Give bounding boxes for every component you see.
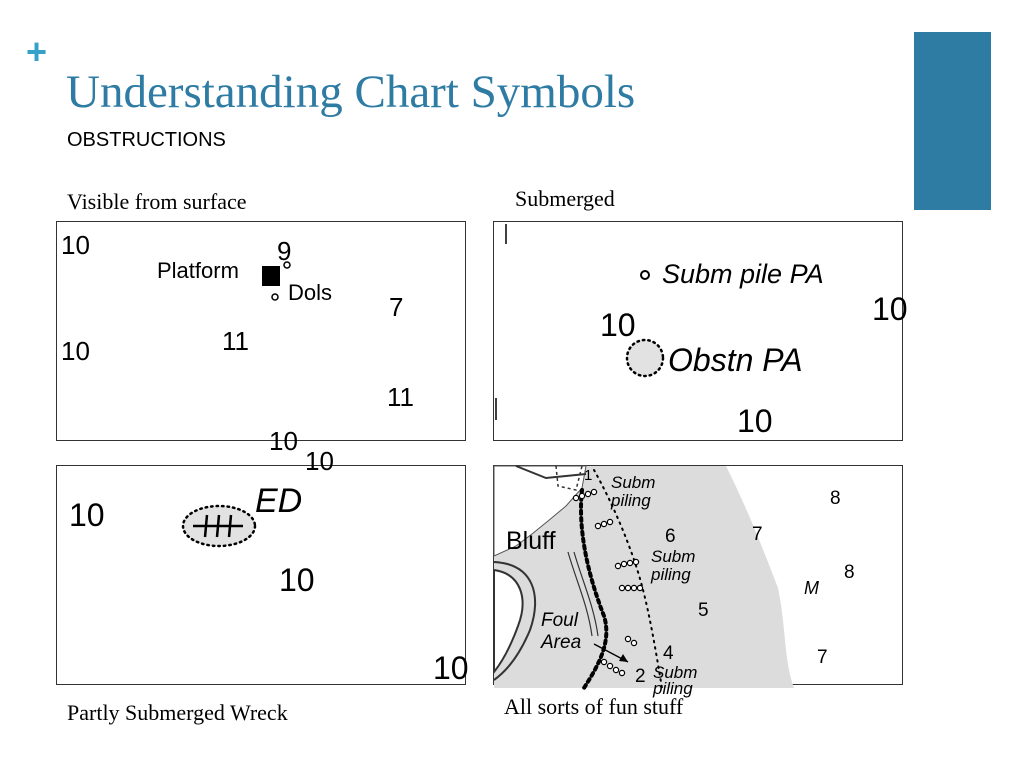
obstruction-symbol — [625, 338, 665, 378]
sounding: 6 — [665, 526, 676, 547]
piling-symbol — [636, 584, 644, 592]
piling-symbol — [632, 558, 640, 566]
sounding: 8 — [830, 488, 841, 509]
subm-piling-label: Subm — [653, 663, 697, 682]
m-label: M — [804, 578, 819, 598]
piling-symbol — [624, 635, 632, 643]
chart-excerpt-harbor: Bluff Foul Area Subm piling Subm piling … — [493, 465, 855, 698]
submerged-piling-symbols — [572, 488, 644, 677]
platform-label: Platform — [157, 258, 239, 283]
dolphin-symbol — [283, 261, 291, 269]
sounding: 9 — [277, 236, 291, 266]
arrow-head-icon — [619, 654, 628, 662]
subm-piling-label: Subm — [651, 547, 695, 566]
sounding: 10 — [872, 291, 908, 327]
foul-area-label: Area — [540, 632, 581, 653]
slide-title: Understanding Chart Symbols — [66, 66, 636, 118]
sounding: 8 — [844, 562, 855, 583]
platform-symbol — [262, 266, 280, 286]
piling-symbol — [612, 666, 620, 674]
subm-piling-label: piling — [650, 565, 691, 584]
piling-symbol — [620, 560, 628, 568]
slide-subtitle: OBSTRUCTIONS — [67, 129, 226, 151]
sounding: 10 — [433, 650, 469, 686]
sounding: 10 — [600, 307, 636, 343]
piling-symbol — [624, 584, 632, 592]
wreck-mast-symbol — [215, 514, 221, 538]
chart-excerpt-wreck: 10 10 ED 10 10 — [69, 446, 469, 686]
ed-label: ED — [255, 482, 302, 520]
sounding: 7 — [389, 292, 403, 322]
sounding: 10 — [69, 497, 105, 533]
subm-piling-label: piling — [610, 491, 651, 510]
wreck-mast-symbol — [203, 514, 209, 538]
piling-symbol — [618, 669, 626, 677]
sounding: 10 — [737, 403, 773, 439]
sounding: 7 — [817, 647, 828, 668]
panel-partly-submerged-wreck: 10 10 ED 10 10 — [56, 446, 469, 686]
bank-line — [567, 551, 593, 637]
caption-visible-from-surface: Visible from surface — [67, 189, 247, 214]
piling-symbol — [578, 492, 586, 500]
subm-piling-label: Subm — [611, 473, 655, 492]
shallow-water-area — [494, 466, 794, 688]
piling-symbol — [618, 584, 626, 592]
dols-label: Dols — [288, 280, 332, 305]
subm-piling-label: piling — [652, 679, 693, 698]
bluff-label: Bluff — [506, 527, 556, 555]
caption-submerged: Submerged — [515, 186, 615, 211]
chart-excerpt-submerged: Subm pile PA 10 10 Obstn PA 10 — [495, 224, 908, 439]
foul-area-label: Foul — [541, 610, 579, 631]
piling-symbol — [600, 520, 608, 528]
subm-pile-label: Subm pile PA — [662, 259, 824, 289]
sounding: 10 — [279, 562, 315, 598]
panel-visible-from-surface: 10 9 Platform Dols 7 10 11 11 10 — [56, 221, 466, 456]
piling-symbol — [626, 559, 634, 567]
sounding: 7 — [752, 524, 763, 545]
piling-symbol — [584, 490, 592, 498]
sounding: 10 — [61, 230, 90, 260]
sounding: 10 — [305, 446, 334, 476]
piling-symbol — [630, 639, 638, 647]
piling-symbol — [594, 522, 602, 530]
accent-bar — [914, 32, 991, 210]
sounding: 4 — [663, 643, 674, 664]
submerged-pile-symbol — [640, 270, 650, 280]
sounding: 1 — [584, 467, 592, 484]
panel-all-sorts-of-fun-stuff: Bluff Foul Area Subm piling Subm piling … — [493, 465, 903, 698]
wreck-mast-symbol — [227, 514, 233, 538]
sounding: 5 — [698, 600, 709, 621]
piling-symbol — [630, 584, 638, 592]
piling-symbol — [600, 658, 608, 666]
piling-symbol — [606, 662, 614, 670]
shoreline — [493, 561, 537, 681]
sounding: 10 — [61, 336, 90, 366]
island-area — [493, 568, 524, 675]
bank-line — [573, 551, 599, 637]
piling-symbol — [614, 562, 622, 570]
sounding: 10 — [269, 426, 298, 456]
chart-excerpt-visible: 10 9 Platform Dols 7 10 11 11 10 — [61, 230, 414, 456]
piling-symbol — [590, 488, 598, 496]
sounding: 11 — [222, 326, 249, 356]
sounding: 2 — [635, 666, 646, 687]
breakwater-line — [578, 488, 609, 690]
caption-all-sorts-of-fun-stuff: All sorts of fun stuff — [504, 694, 684, 719]
sounding: 11 — [387, 382, 414, 412]
obstn-label: Obstn PA — [668, 342, 803, 378]
piling-symbol — [572, 494, 580, 502]
dolphin-symbol — [271, 293, 279, 301]
panel-submerged: Subm pile PA 10 10 Obstn PA 10 — [493, 221, 908, 441]
piling-symbol — [606, 518, 614, 526]
shoreline — [515, 465, 587, 480]
caption-partly-submerged-wreck: Partly Submerged Wreck — [67, 700, 288, 725]
plus-icon: + — [26, 31, 48, 72]
pier-outline — [555, 465, 583, 491]
